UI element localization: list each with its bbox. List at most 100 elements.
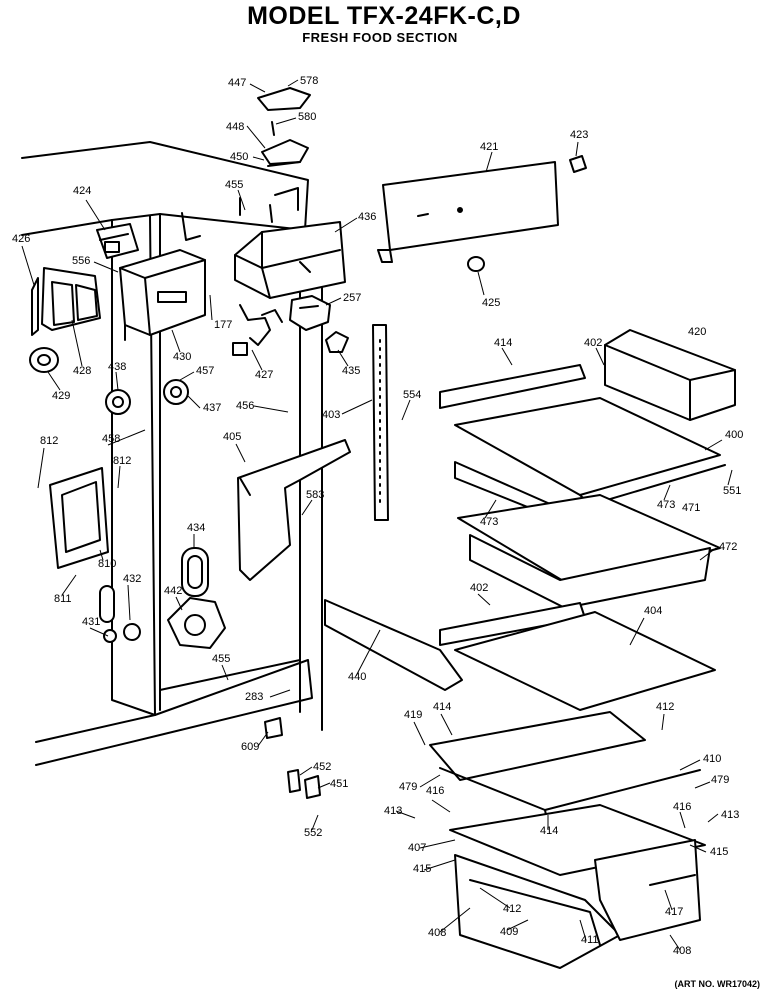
callout-450: 450 <box>230 151 248 163</box>
callout-457: 457 <box>196 365 214 377</box>
callout-428: 428 <box>73 365 91 377</box>
callout-416b: 416 <box>673 801 691 813</box>
callout-455b: 455 <box>212 653 230 665</box>
callout-411: 411 <box>581 934 599 946</box>
light-lens <box>181 547 209 597</box>
callout-421: 421 <box>480 141 498 153</box>
light-socket-part <box>96 223 139 259</box>
callout-432: 432 <box>123 573 141 585</box>
callout-413b: 413 <box>721 809 739 821</box>
shelf-support-strip <box>372 324 389 521</box>
callout-810: 810 <box>98 558 116 570</box>
callout-438: 438 <box>108 361 126 373</box>
crisper-cover-lower <box>429 711 701 826</box>
callout-423: 423 <box>570 129 588 141</box>
callout-420: 420 <box>688 326 706 338</box>
callout-431: 431 <box>82 616 100 628</box>
light-bulb <box>569 155 587 173</box>
callout-257: 257 <box>343 292 361 304</box>
callout-479b: 479 <box>399 781 417 793</box>
callout-415a: 415 <box>710 846 728 858</box>
callout-451: 451 <box>330 778 348 790</box>
callout-583: 583 <box>306 489 324 501</box>
callout-436: 436 <box>358 211 376 223</box>
top-bracket-parts <box>257 87 311 167</box>
callout-426: 426 <box>12 233 30 245</box>
switch-housing-part <box>31 267 101 336</box>
callout-479a: 479 <box>711 774 729 786</box>
snack-pan <box>604 329 736 421</box>
callout-580: 580 <box>298 111 316 123</box>
callout-403: 403 <box>322 409 340 421</box>
gromment-parts <box>105 379 189 415</box>
door-switch <box>289 295 331 331</box>
callout-414c: 414 <box>540 825 558 837</box>
thermostat-parts <box>99 585 141 643</box>
callout-419: 419 <box>404 709 422 721</box>
callout-407: 407 <box>408 842 426 854</box>
callout-473a: 473 <box>657 499 675 511</box>
callout-415b: 415 <box>413 863 431 875</box>
fan-motor-assembly <box>167 597 226 649</box>
crisper-pan-upper <box>469 534 711 609</box>
lower-drawer-left <box>454 854 621 969</box>
callout-413a: 413 <box>384 805 402 817</box>
control-panel <box>49 467 109 569</box>
callout-812a: 812 <box>40 435 58 447</box>
callout-405: 405 <box>223 431 241 443</box>
callout-440: 440 <box>348 671 366 683</box>
callout-556: 556 <box>72 255 90 267</box>
page-title: MODEL TFX-24FK-C,D <box>247 2 521 30</box>
art-number: (ART NO. WR17042) <box>674 979 760 989</box>
callout-442: 442 <box>164 585 182 597</box>
air-duct-cover <box>377 161 559 263</box>
callout-471: 471 <box>682 502 700 514</box>
lower-hardware <box>264 717 321 799</box>
callout-447: 447 <box>228 77 246 89</box>
callout-402a: 402 <box>584 337 602 349</box>
callout-416a: 416 <box>426 785 444 797</box>
page-subtitle: FRESH FOOD SECTION <box>302 30 458 45</box>
callout-811: 811 <box>54 593 72 605</box>
trim-strip <box>324 599 463 691</box>
callout-402b: 402 <box>470 582 488 594</box>
callout-283: 283 <box>245 691 263 703</box>
callout-409: 409 <box>500 926 518 938</box>
middle-shelf <box>439 602 716 711</box>
callout-408b: 408 <box>673 945 691 957</box>
callout-429: 429 <box>52 390 70 402</box>
light-clip <box>325 331 349 353</box>
callout-551: 551 <box>723 485 741 497</box>
callout-417: 417 <box>665 906 683 918</box>
callout-414a: 414 <box>494 337 512 349</box>
callout-609: 609 <box>241 741 259 753</box>
callout-812b: 812 <box>113 455 131 467</box>
control-housing <box>119 249 206 341</box>
damper-knob <box>467 256 485 272</box>
callout-430: 430 <box>173 351 191 363</box>
callout-427: 427 <box>255 369 273 381</box>
lower-drawer-right <box>594 839 701 941</box>
callout-472: 472 <box>719 541 737 553</box>
callout-410: 410 <box>703 753 721 765</box>
callout-404: 404 <box>644 605 662 617</box>
callout-425: 425 <box>482 297 500 309</box>
control-knob <box>29 347 59 373</box>
callout-456: 456 <box>236 400 254 412</box>
top-shelf <box>439 364 726 506</box>
callout-424: 424 <box>73 185 91 197</box>
callout-414b: 414 <box>433 701 451 713</box>
callout-578: 578 <box>300 75 318 87</box>
shelf-bracket <box>237 439 351 581</box>
callout-448: 448 <box>226 121 244 133</box>
fan-housing <box>234 221 346 299</box>
wire-harness <box>232 304 283 356</box>
callout-400: 400 <box>725 429 743 441</box>
callout-412a: 412 <box>656 701 674 713</box>
callout-473b: 473 <box>480 516 498 528</box>
callout-552: 552 <box>304 827 322 839</box>
callout-435: 435 <box>342 365 360 377</box>
callout-452: 452 <box>313 761 331 773</box>
callout-177: 177 <box>214 319 232 331</box>
